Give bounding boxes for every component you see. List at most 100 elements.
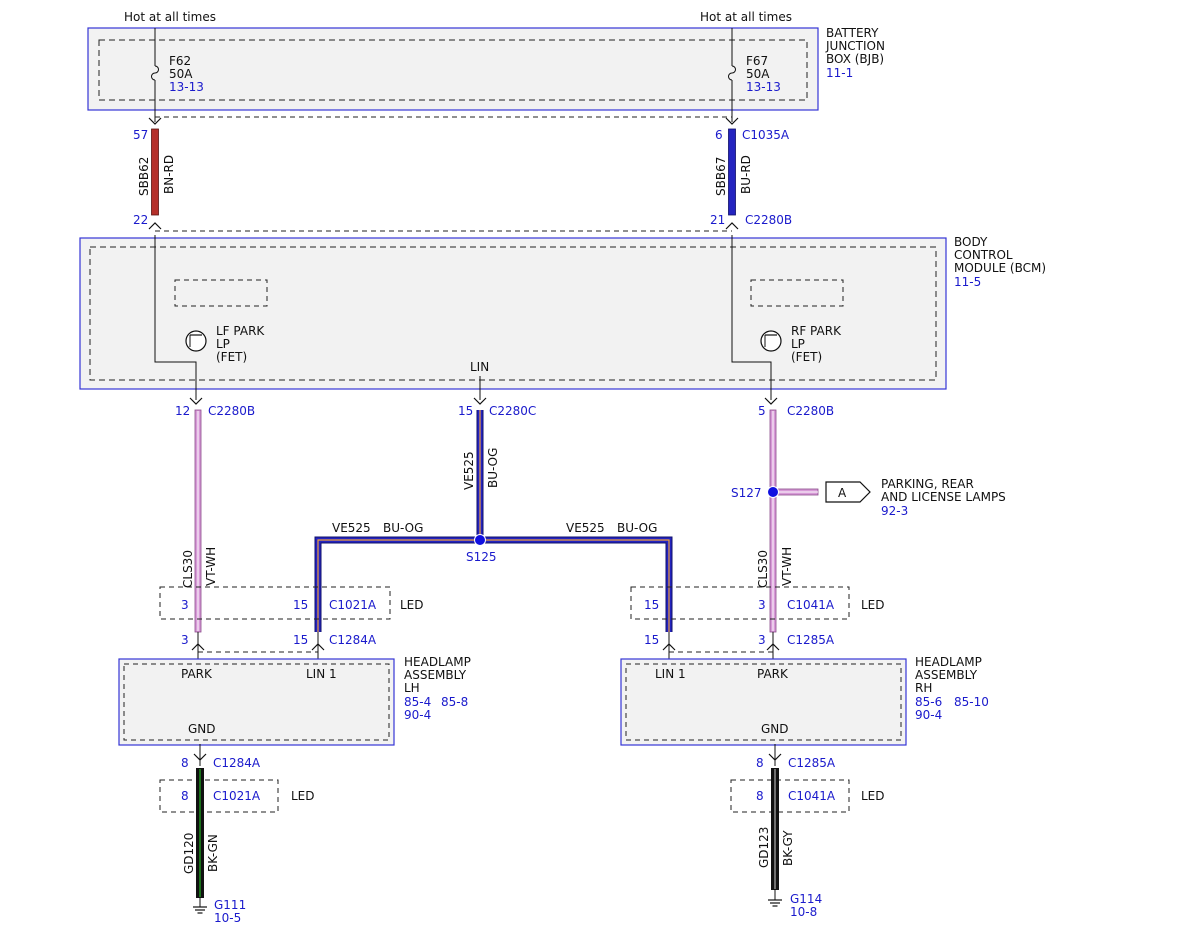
- head-left-conn: C1284A: [329, 633, 377, 647]
- led-left-label: LED: [400, 598, 424, 612]
- fuse-symbol-icon: [728, 65, 736, 81]
- head-left-pin-lin: 15: [293, 633, 308, 647]
- bcm-name-1: BODY: [954, 235, 988, 249]
- head-right-name-2: ASSEMBLY: [915, 668, 978, 682]
- bcm-out-right-conn: C2280B: [787, 404, 834, 418]
- bjb-inner: [98, 39, 808, 101]
- head-right-pin-park: 3: [758, 633, 766, 647]
- wire-sbb62-color: BN-RD: [162, 155, 176, 194]
- gnd-right-circuit: GD123: [757, 827, 771, 868]
- wire-sbb67-conn-bottom: C2280B: [745, 213, 792, 227]
- wire-ve525-color: BU-OG: [486, 448, 500, 488]
- rf-fet-label-2: LP: [791, 337, 805, 351]
- offpage-letter: A: [838, 486, 847, 500]
- connector-arrow-icon: [725, 117, 739, 125]
- bcm-out-mid-conn: C2280C: [489, 404, 536, 418]
- fuse-f67-name: F67: [746, 54, 768, 68]
- head-left-name-1: HEADLAMP: [404, 655, 471, 669]
- ground-symbol-icon: [193, 897, 207, 914]
- wire-ve525-circuit: VE525: [462, 451, 476, 490]
- bcm-name-2: CONTROL: [954, 248, 1013, 262]
- connector-arrow-icon: [189, 397, 203, 405]
- wire-cls30-left-circuit: CLS30: [181, 550, 195, 588]
- rf-fet-label-1: RF PARK: [791, 324, 842, 338]
- rf-driver-box: [750, 279, 844, 307]
- bjb-outline: [87, 27, 819, 111]
- bcm-name-3: MODULE (BCM): [954, 261, 1046, 275]
- fuse-f62-ref: 13-13: [169, 80, 204, 94]
- head-left-lin: LIN 1: [306, 667, 337, 681]
- head-left-name-2: ASSEMBLY: [404, 668, 467, 682]
- bcm-out-left-conn: C2280B: [208, 404, 255, 418]
- led-left-pin-b: 15: [293, 598, 308, 612]
- headlamp-lh-outline: [118, 658, 395, 746]
- led-right-pin-b: 3: [758, 598, 766, 612]
- wire-sbb62-circuit: SBB62: [137, 157, 151, 196]
- fuse-f62-rating: 50A: [169, 67, 193, 81]
- head-right-lin: LIN 1: [655, 667, 686, 681]
- gnd-left-circuit: GD120: [182, 833, 196, 874]
- splice-s125-label: S125: [466, 550, 497, 564]
- wire-sbb62: 57 22 SBB62 BN-RD: [133, 128, 176, 227]
- connector-arrow-icon: [662, 643, 676, 651]
- rf-fet-label-3: (FET): [791, 350, 822, 364]
- gnd-left-led-conn: C1021A: [213, 789, 261, 803]
- wire-sbb62-pin-bottom: 22: [133, 213, 148, 227]
- wire-sbb67-color: BU-RD: [739, 155, 753, 194]
- wire-sbb67-pin-top: 6: [715, 128, 723, 142]
- wire-ve525: VE525 BU-OG VE525 BU-OG VE525 BU-OG S125: [314, 410, 673, 632]
- led-connector-c1021a: 3 15 C1021A LED: [159, 586, 424, 620]
- gnd-left-led-label: LED: [291, 789, 315, 803]
- bcm-inner: [89, 246, 937, 381]
- fet-switch-icon: [760, 330, 782, 352]
- connector-arrow-icon: [191, 643, 205, 651]
- head-right-pin-lin: 15: [644, 633, 659, 647]
- gnd-left-conn: C1284A: [213, 756, 261, 770]
- wire-cls30-right-color: VT-WH: [780, 547, 794, 586]
- head-right-ref-b: 85-10: [954, 695, 989, 709]
- bcm-out-mid-pin: 15: [458, 404, 473, 418]
- bcm-lin-label: LIN: [470, 360, 489, 374]
- head-left-name-3: LH: [404, 681, 420, 695]
- bcm-out-right-pin: 5: [758, 404, 766, 418]
- ground-circuit-right: 8 C1285A 8 C1041A LED GD123 BK-GY G114 1…: [730, 744, 885, 919]
- fuse-symbol-icon: [151, 65, 159, 81]
- gnd-left-pin: 8: [181, 756, 189, 770]
- gnd-right-ref: 10-8: [790, 905, 817, 919]
- offpage-line-1: PARKING, REAR: [881, 477, 974, 491]
- ground-symbol-icon: [768, 889, 782, 907]
- ground-circuit-left: 8 C1284A 8 C1021A LED GD120 BK-GN G111 1…: [159, 744, 315, 925]
- head-left-ref-c: 90-4: [404, 708, 431, 722]
- fuse-f62-name: F62: [169, 54, 191, 68]
- connector-arrow-icon: [473, 397, 487, 405]
- bcm-ref: 11-5: [954, 275, 981, 289]
- head-right-conn: C1285A: [787, 633, 835, 647]
- connector-arrow-icon: [148, 117, 162, 125]
- wire-sbb67-pin-bottom: 21: [710, 213, 725, 227]
- power-label-left: Hot at all times: [124, 10, 216, 24]
- head-left-park: PARK: [181, 667, 213, 681]
- headlamp-assembly-rh: LIN 1 PARK GND HEADLAMP ASSEMBLY RH 85-6…: [620, 655, 989, 746]
- gnd-left-ground: G111: [214, 898, 246, 912]
- wire-ve525-left-circuit: VE525: [332, 521, 371, 535]
- wire-sbb62-pin-top: 57: [133, 128, 148, 142]
- battery-junction-box: BATTERY JUNCTION BOX (BJB) 11-1: [87, 26, 885, 111]
- offpage-connector-a: A PARKING, REAR AND LICENSE LAMPS 92-3: [825, 477, 1006, 518]
- splice-s125-dot: [474, 534, 486, 546]
- offpage-arrow-icon: [825, 481, 871, 503]
- power-label-right: Hot at all times: [700, 10, 792, 24]
- head-right-ref-a: 85-6: [915, 695, 942, 709]
- head-left-pin-park: 3: [181, 633, 189, 647]
- head-right-name-3: RH: [915, 681, 932, 695]
- gnd-right-pin: 8: [756, 756, 764, 770]
- led-right-conn: C1041A: [787, 598, 835, 612]
- head-right-gnd: GND: [761, 722, 789, 736]
- connector-arrow-icon: [148, 222, 162, 230]
- offpage-ref: 92-3: [881, 504, 908, 518]
- wire-ve525-right-color: BU-OG: [617, 521, 657, 535]
- fuse-f62: F62 50A 13-13: [151, 28, 204, 122]
- headlamp-rh-outline: [620, 658, 907, 746]
- gnd-left-led-pin: 8: [181, 789, 189, 803]
- head-left-gnd: GND: [188, 722, 216, 736]
- headlamp-assembly-lh: PARK LIN 1 GND HEADLAMP ASSEMBLY LH 85-4…: [118, 655, 471, 746]
